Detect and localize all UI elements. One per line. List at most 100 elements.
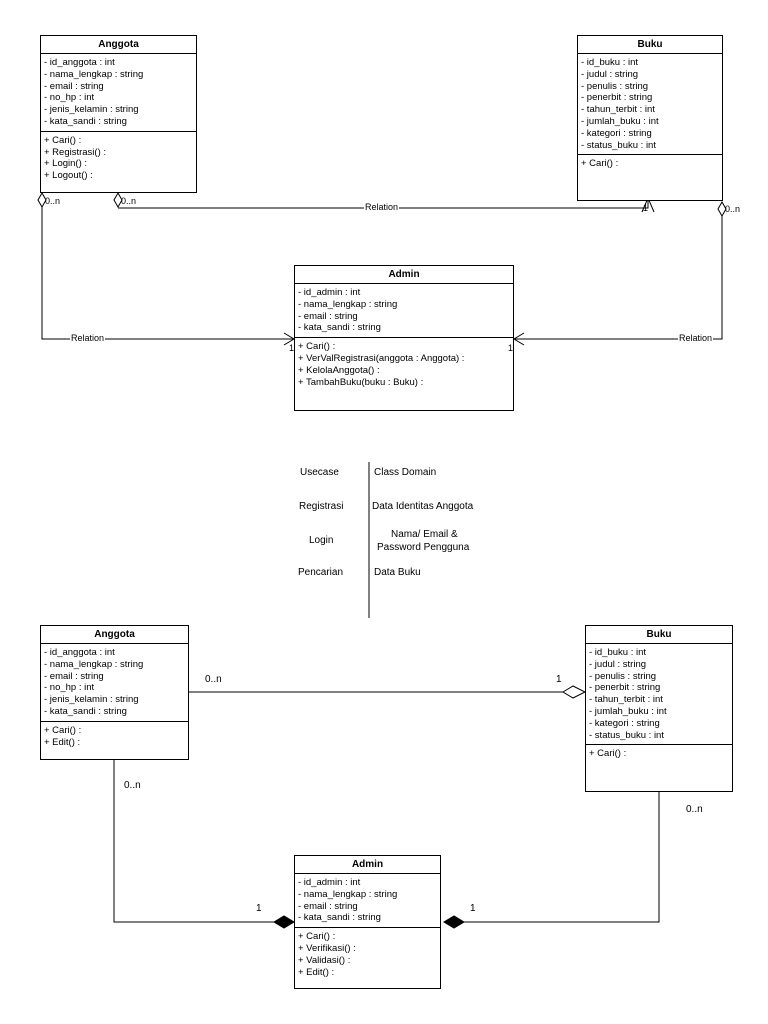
attributes: - id_anggota : int - nama_lengkap : stri… [41, 54, 196, 131]
attribute: - id_buku : int [589, 647, 647, 658]
attribute: - id_buku : int [581, 57, 639, 68]
multiplicity-anggota-left: 0..n [45, 196, 61, 206]
table-domain-login-line1: Nama/ Email & [391, 529, 458, 540]
attribute: - email : string [298, 310, 358, 322]
operation: + Registrasi() : [44, 146, 107, 158]
operation: + Validasi() : [298, 954, 351, 966]
operations: + Cari() : + Registrasi() : + Login() : … [41, 130, 196, 185]
multiplicity2-anggota-buku-right: 1 [556, 674, 562, 685]
attribute: - penulis : string [581, 80, 649, 92]
operations: + Cari() : [586, 744, 732, 763]
relation-anggota-admin [41, 207, 294, 340]
multiplicity2-admin-left: 1 [256, 903, 262, 914]
operation: + Cari() : [298, 341, 336, 353]
multiplicity-admin-right: 1 [508, 343, 514, 353]
relation-label-anggota-admin: Relation [70, 333, 106, 343]
attribute: - nama_lengkap : string [44, 68, 144, 80]
operation: + VerValRegistrasi(anggota : Anggota) : [298, 352, 465, 364]
attribute: - email : string [44, 80, 104, 92]
relation-buku-admin [514, 216, 723, 340]
attribute: - id_admin : int [298, 877, 361, 888]
operation: + Cari() : [589, 748, 627, 760]
operation: + Edit() : [298, 966, 335, 978]
operations: + Cari() : + Verifikasi() : + Validasi()… [295, 927, 440, 981]
attribute: - kata_sandi : string [44, 115, 127, 127]
relation2-buku-admin [464, 792, 660, 923]
class-title: Admin [295, 266, 513, 284]
class2-buku[interactable]: Buku - id_buku : int - judul : string - … [585, 625, 733, 792]
class-buku[interactable]: Buku - id_buku : int - judul : string - … [577, 35, 723, 201]
table-domain-pencarian: Data Buku [374, 567, 421, 578]
attribute: - tahun_terbit : int [581, 104, 655, 116]
table-domain-registrasi: Data Identitas Anggota [372, 501, 474, 512]
attribute: - jumlah_buku : int [581, 115, 659, 127]
attributes: - id_buku : int - judul : string - penul… [578, 54, 722, 154]
aggregation2-diamond-buku [562, 685, 587, 699]
relation-label-anggota-buku: Relation [364, 202, 400, 212]
operation: + Cari() : [298, 931, 336, 943]
table-header-domain: Class Domain [374, 467, 437, 478]
class2-admin[interactable]: Admin - id_admin : int - nama_lengkap : … [294, 855, 441, 989]
multiplicity2-admin-right: 1 [470, 903, 476, 914]
attribute: - id_admin : int [298, 287, 361, 298]
class-admin[interactable]: Admin - id_admin : int - nama_lengkap : … [294, 265, 514, 411]
multiplicity-buku-end: 1 [643, 203, 649, 213]
composition2-diamond-right [443, 915, 465, 929]
attribute: - no_hp : int [44, 682, 95, 694]
table-domain-login-line2: Password Pengguna [377, 542, 470, 553]
attribute: - id_anggota : int [44, 57, 115, 68]
operation: + Login() : [44, 158, 88, 170]
table-usecase-pencarian: Pencarian [298, 567, 344, 578]
operation: + Edit() : [44, 736, 81, 748]
operations: + Cari() : + Edit() : [41, 720, 188, 752]
attribute: - jenis_kelamin : string [44, 694, 139, 706]
class-title: Anggota [41, 36, 196, 54]
operations: + Cari() : + VerValRegistrasi(anggota : … [295, 337, 513, 391]
multiplicity2-anggota-buku-left: 0..n [205, 674, 222, 685]
multiplicity-buku-right: 0..n [725, 204, 741, 214]
attribute: - nama_lengkap : string [298, 298, 398, 310]
operations: + Cari() : [578, 154, 722, 173]
attribute: - nama_lengkap : string [44, 658, 144, 670]
attribute: - nama_lengkap : string [298, 888, 398, 900]
attribute: - kategori : string [581, 127, 652, 139]
operation: + Logout() : [44, 170, 93, 182]
attribute: - penulis : string [589, 670, 657, 682]
relation-buku-admin-arrow [513, 332, 525, 346]
class-title: Admin [295, 856, 440, 874]
table-usecase-login: Login [309, 535, 334, 546]
multiplicity2-buku-down: 0..n [686, 804, 703, 815]
multiplicity-anggota-mid: 0..n [121, 196, 137, 206]
relation-anggota-buku [118, 198, 649, 209]
multiplicity2-anggota-down: 0..n [124, 780, 141, 791]
aggregation-diamond-anggota-left [37, 191, 47, 209]
table-header-usecase: Usecase [300, 467, 339, 478]
attribute: - kata_sandi : string [298, 912, 381, 924]
attribute: - jumlah_buku : int [589, 705, 667, 717]
relation2-anggota-admin [113, 760, 274, 923]
operation: + Cari() : [44, 724, 82, 736]
composition2-diamond-left [273, 915, 295, 929]
class-title: Anggota [41, 626, 188, 644]
attribute: - kategori : string [589, 717, 660, 729]
class-anggota[interactable]: Anggota - id_anggota : int - nama_lengka… [40, 35, 197, 193]
attribute: - kata_sandi : string [298, 322, 381, 334]
attribute: - status_buku : int [581, 139, 656, 151]
operation: + Verifikasi() : [298, 942, 356, 954]
aggregation-diamond-anggota-mid [113, 191, 123, 209]
class2-anggota[interactable]: Anggota - id_anggota : int - nama_lengka… [40, 625, 189, 760]
attribute: - judul : string [581, 68, 639, 80]
attribute: - penerbit : string [581, 92, 653, 104]
attribute: - jenis_kelamin : string [44, 104, 139, 116]
attribute: - id_anggota : int [44, 647, 115, 658]
operation: + TambahBuku(buku : Buku) : [298, 376, 424, 388]
attribute: - penerbit : string [589, 682, 661, 694]
attribute: - kata_sandi : string [44, 705, 127, 717]
attributes: - id_buku : int - judul : string - penul… [586, 644, 732, 744]
attribute: - status_buku : int [589, 729, 664, 741]
attribute: - email : string [298, 900, 358, 912]
operation: + KelolaAnggota() : [298, 364, 380, 376]
attribute: - email : string [44, 670, 104, 682]
aggregation-diamond-buku-right [717, 200, 727, 218]
